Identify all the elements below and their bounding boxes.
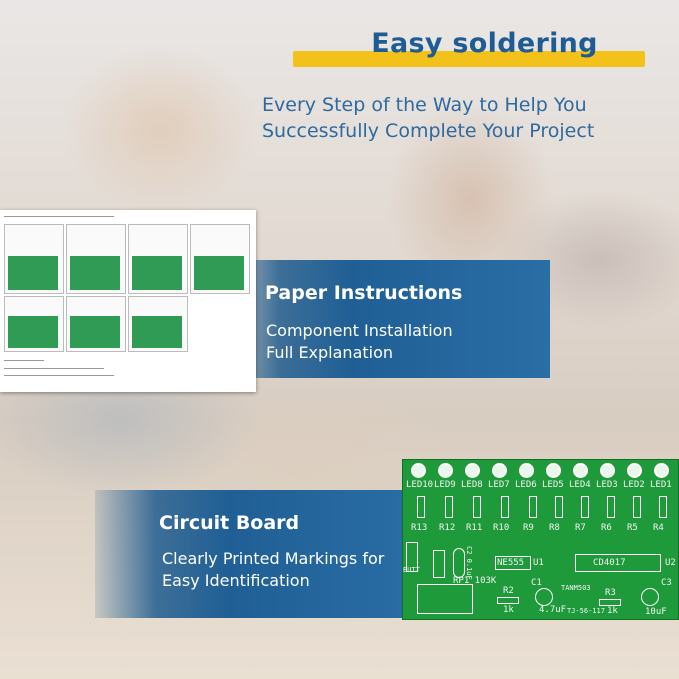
potentiometer-outline <box>433 550 445 578</box>
doc-board-photo-5 <box>8 316 58 348</box>
c1-value-label: 4.7uF <box>539 605 567 615</box>
led-label: LED10 <box>406 480 434 490</box>
resistor-label: R4 <box>653 523 664 533</box>
resistor-label: R6 <box>601 523 612 533</box>
circuit-board-line-2: Easy Identification <box>162 571 310 590</box>
doc-heading-line <box>4 216 114 217</box>
c1-label: C1 <box>531 578 542 588</box>
doc-notes-line-1 <box>4 360 44 361</box>
c3-label: C3 <box>661 578 672 588</box>
resistor-label: R13 <box>411 523 428 533</box>
circuit-board-band: Circuit Board Clearly Printed Markings f… <box>95 490 430 618</box>
resistor-outline <box>555 496 563 518</box>
ne555-chip-label: NE555 <box>497 558 525 568</box>
paper-instructions-line-2: Full Explanation <box>266 343 394 362</box>
battery-connector-outline <box>406 542 418 572</box>
led-label: LED8 <box>461 480 483 490</box>
paper-instructions-title: Paper Instructions <box>265 282 463 304</box>
resistor-label: R12 <box>439 523 456 533</box>
cd4017-chip-label: CD4017 <box>593 558 626 568</box>
resistor-label: R5 <box>627 523 638 533</box>
led-label: LED2 <box>623 480 645 490</box>
resistor-label: R8 <box>549 523 560 533</box>
doc-board-photo-6 <box>70 316 120 348</box>
capacitor-c2-outline <box>453 548 465 578</box>
led-pad <box>573 463 588 478</box>
resistor-outline <box>501 496 509 518</box>
potentiometer-body-outline <box>417 584 473 614</box>
circuit-board-line-1: Clearly Printed Markings for <box>162 549 385 568</box>
led-label: LED3 <box>596 480 618 490</box>
subtitle-line-2: Successfully Complete Your Project <box>262 120 595 142</box>
doc-board-photo-3 <box>132 256 182 290</box>
led-label: LED6 <box>515 480 537 490</box>
r3-outline <box>599 599 621 606</box>
resistor-label: R9 <box>523 523 534 533</box>
led-pad <box>465 463 480 478</box>
resistor-label: R11 <box>466 523 483 533</box>
led-pad <box>654 463 669 478</box>
potentiometer-label: RP1 103K <box>453 576 497 586</box>
resistor-outline <box>473 496 481 518</box>
doc-board-photo-7 <box>132 316 182 348</box>
resistor-label: R7 <box>575 523 586 533</box>
capacitor-c2-label: C2 0.1uF <box>465 546 473 580</box>
cd4017-chip-outline <box>575 554 661 572</box>
resistor-outline <box>445 496 453 518</box>
resistor-outline <box>607 496 615 518</box>
r2-value-label: 1k <box>503 605 514 615</box>
circuit-board-image: LED10 LED9 LED8 LED7 LED6 LED5 LED4 LED3… <box>402 459 679 620</box>
doc-notes-line-2 <box>4 368 104 369</box>
doc-board-photo-2 <box>70 256 120 290</box>
r3-label: R3 <box>605 588 616 598</box>
page-subtitle: Every Step of the Way to Help You Succes… <box>262 92 672 144</box>
r3-value-label: 1k <box>607 606 618 616</box>
resistor-outline <box>529 496 537 518</box>
led-label: LED9 <box>434 480 456 490</box>
c3-value-label: 10uF <box>645 607 667 617</box>
led-label: LED5 <box>542 480 564 490</box>
led-pad <box>600 463 615 478</box>
led-pad <box>546 463 561 478</box>
c3-outline <box>641 588 659 606</box>
r2-label: R2 <box>503 586 514 596</box>
led-label: LED4 <box>569 480 591 490</box>
doc-notes-line-3 <box>4 375 114 376</box>
instruction-sheet-image <box>0 210 256 392</box>
doc-board-photo-4 <box>194 256 244 290</box>
title-highlight-bar <box>293 51 645 67</box>
paper-instructions-line-1: Component Installation <box>266 321 453 340</box>
led-label: LED1 <box>650 480 672 490</box>
led-pad <box>438 463 453 478</box>
cd4017-ref-label: U2 <box>665 558 676 568</box>
page-title: Easy soldering <box>371 28 598 59</box>
led-pad <box>627 463 642 478</box>
c1-outline <box>535 588 553 606</box>
ne555-chip-outline <box>495 556 531 570</box>
resistor-label: R10 <box>493 523 510 533</box>
ne555-ref-label: U1 <box>533 558 544 568</box>
maker-label: TANM503 <box>561 584 591 592</box>
r2-outline <box>497 597 519 604</box>
doc-board-photo-1 <box>8 256 58 290</box>
led-pad <box>411 463 426 478</box>
battery-label: BUTT <box>403 566 420 574</box>
resistor-outline <box>633 496 641 518</box>
paper-instructions-band: Paper Instructions Component Installatio… <box>220 260 550 378</box>
led-pad <box>492 463 507 478</box>
resistor-outline <box>581 496 589 518</box>
resistor-outline <box>659 496 667 518</box>
led-label: LED7 <box>488 480 510 490</box>
circuit-board-title: Circuit Board <box>159 512 300 534</box>
led-pad <box>519 463 534 478</box>
subtitle-line-1: Every Step of the Way to Help You <box>262 94 587 116</box>
resistor-outline <box>417 496 425 518</box>
board-id-label: TJ-56-117 <box>567 607 605 615</box>
